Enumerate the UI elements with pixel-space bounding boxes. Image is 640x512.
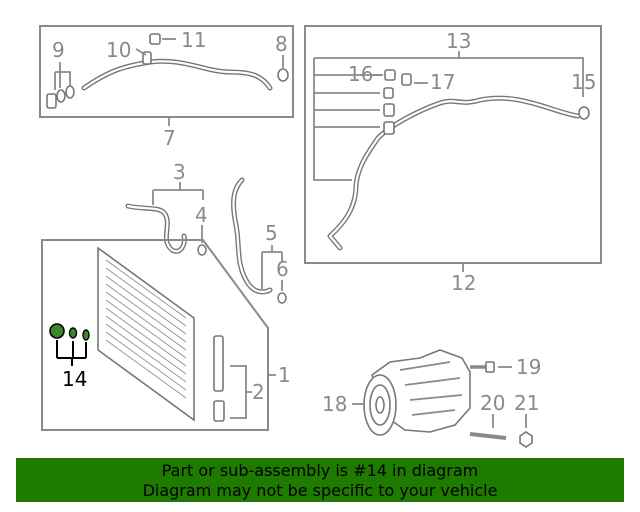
cap-part-16[interactable] xyxy=(384,69,396,81)
o-ring-part-14c[interactable] xyxy=(82,329,90,341)
condenser-core xyxy=(97,246,195,422)
ac-system-exploded-diagram: 9 10 11 8 7 13 16 17 15 12 3 4 xyxy=(39,25,602,448)
callout-18: 18 xyxy=(322,392,347,416)
receiver-part-2[interactable] xyxy=(213,335,224,392)
o-ring-part-8[interactable] xyxy=(277,68,289,82)
callout-19: 19 xyxy=(516,355,541,379)
fastener-group: 19 20 21 xyxy=(469,355,541,448)
pulley-hub xyxy=(375,396,385,414)
callout-6: 6 xyxy=(276,257,289,281)
callout-20: 20 xyxy=(480,391,505,415)
callout-11: 11 xyxy=(181,28,206,52)
callout-4: 4 xyxy=(195,203,208,227)
banner-line-2: Diagram may not be specific to your vehi… xyxy=(142,481,498,500)
callout-10: 10 xyxy=(106,38,131,62)
callout-5: 5 xyxy=(265,221,278,245)
o-ring-part-14b[interactable] xyxy=(68,327,78,339)
valve-part-17[interactable] xyxy=(401,73,412,86)
callout-8: 8 xyxy=(275,32,288,56)
fitting-part-12b xyxy=(383,103,395,117)
fitting-part-12c xyxy=(383,121,395,135)
callout-12: 12 xyxy=(451,271,476,295)
callout-2: 2 xyxy=(252,380,265,404)
callout-7: 7 xyxy=(163,126,176,150)
info-banner: Part or sub-assembly is #14 in diagram D… xyxy=(16,458,624,502)
o-ring-part-4[interactable] xyxy=(197,244,207,256)
group-12-box: 13 16 17 15 12 xyxy=(304,25,602,295)
hose-group-3: 3 4 xyxy=(125,160,208,256)
callout-13: 13 xyxy=(446,29,471,53)
nut-part-21[interactable] xyxy=(519,431,533,448)
callout-1: 1 xyxy=(278,363,291,387)
callout-14: 14 xyxy=(62,367,87,391)
clip-part-11[interactable] xyxy=(149,33,161,45)
fitting-part-9a[interactable] xyxy=(46,93,57,109)
banner-line-1: Part or sub-assembly is #14 in diagram xyxy=(161,461,479,480)
o-ring-part-9b[interactable] xyxy=(56,89,66,103)
desiccant-cap xyxy=(213,400,225,422)
callout-16: 16 xyxy=(348,62,373,86)
o-ring-part-9c[interactable] xyxy=(65,85,75,99)
plug-part-14a[interactable] xyxy=(49,323,65,339)
tube-group-5: 5 6 xyxy=(231,177,289,304)
callout-15: 15 xyxy=(571,70,596,94)
highlighted-part-14[interactable]: 14 xyxy=(49,323,90,391)
callout-21: 21 xyxy=(514,391,539,415)
condenser-group-1: 2 1 xyxy=(41,239,291,431)
o-ring-part-6[interactable] xyxy=(277,292,287,304)
fitting-part-12a xyxy=(383,87,394,99)
compressor-group-18: 18 xyxy=(322,349,471,436)
callout-3: 3 xyxy=(173,160,186,184)
bolt-part-19[interactable] xyxy=(485,361,495,373)
callout-17: 17 xyxy=(430,70,455,94)
o-ring-part-15[interactable] xyxy=(578,106,590,120)
group-7-box: 9 10 11 8 7 xyxy=(39,25,294,150)
callout-9: 9 xyxy=(52,38,65,62)
